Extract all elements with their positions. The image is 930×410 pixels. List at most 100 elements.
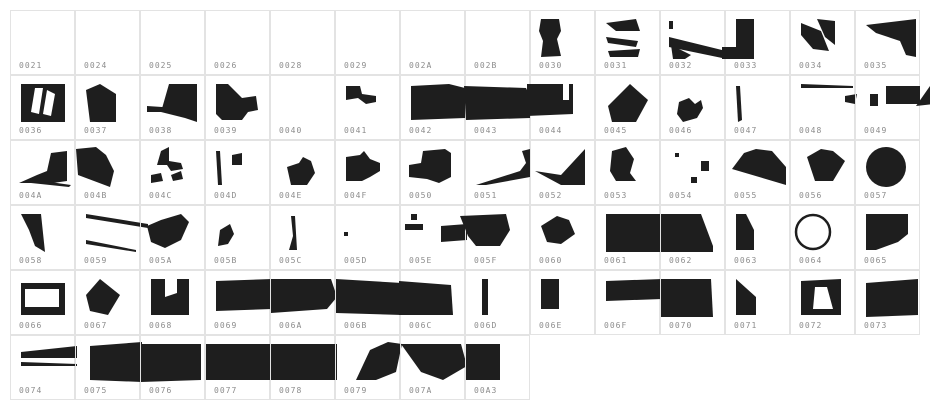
glyph-code-label: 0074 <box>19 386 43 395</box>
glyph-cell[interactable]: 0077 <box>205 335 272 400</box>
glyph-code-label: 0055 <box>734 191 758 200</box>
glyph-code-label: 0068 <box>149 321 173 330</box>
glyph-cell[interactable]: 005A <box>140 205 205 270</box>
glyph-code-label: 002A <box>409 61 433 70</box>
glyph-code-label: 006D <box>474 321 498 330</box>
glyph-cell[interactable]: 0064 <box>790 205 855 270</box>
glyph-cell[interactable]: 0045 <box>595 75 660 140</box>
glyph-code-label: 0037 <box>84 126 108 135</box>
glyph-cell[interactable]: 005C <box>270 205 335 270</box>
glyph-cell[interactable]: 006B <box>335 270 402 335</box>
glyph-cell[interactable]: 0037 <box>75 75 140 140</box>
glyph-cell[interactable]: 0076 <box>140 335 205 400</box>
glyph-cell[interactable]: 0039 <box>205 75 270 140</box>
glyph-cell[interactable]: 0075 <box>75 335 142 400</box>
glyph-cell[interactable]: 004E <box>270 140 335 205</box>
glyph-code-label: 0040 <box>279 126 303 135</box>
glyph-cell[interactable]: 0078 <box>270 335 337 400</box>
glyph-code-label: 0053 <box>604 191 628 200</box>
glyph-cell[interactable]: 0070 <box>660 270 725 335</box>
glyph-cell[interactable]: 0036 <box>10 75 75 140</box>
glyph-cell[interactable]: 0072 <box>790 270 855 335</box>
glyph-code-label: 0032 <box>669 61 693 70</box>
glyph-cell[interactable]: 0079 <box>335 335 402 400</box>
glyph-cell[interactable]: 0048 <box>790 75 857 140</box>
glyph-cell[interactable]: 0058 <box>10 205 75 270</box>
glyph-cell[interactable]: 0051 <box>465 140 530 205</box>
glyph-cell[interactable]: 0030 <box>530 10 595 75</box>
glyph-cell[interactable]: 00A3 <box>465 335 530 400</box>
glyph-cell[interactable]: 006A <box>270 270 337 335</box>
glyph-cell[interactable]: 0050 <box>400 140 465 205</box>
glyph-cell[interactable]: 0040 <box>270 75 335 140</box>
glyph-cell[interactable]: 0024 <box>75 10 140 75</box>
glyph-code-label: 0051 <box>474 191 498 200</box>
glyph-cell[interactable]: 0074 <box>10 335 77 400</box>
glyph-cell[interactable]: 005B <box>205 205 270 270</box>
glyph-cell[interactable]: 0029 <box>335 10 400 75</box>
glyph-code-label: 005F <box>474 256 498 265</box>
glyph-cell[interactable]: 007A <box>400 335 467 400</box>
glyph-cell[interactable]: 0054 <box>660 140 725 205</box>
glyph-cell[interactable]: 0038 <box>140 75 205 140</box>
glyph-cell[interactable]: 0057 <box>855 140 920 205</box>
glyph-cell[interactable]: 0061 <box>595 205 662 270</box>
glyph-cell[interactable]: 0033 <box>722 10 790 75</box>
glyph-cell[interactable]: 002A <box>400 10 465 75</box>
glyph-cell[interactable]: 006F <box>595 270 662 335</box>
glyph-code-label: 0073 <box>864 321 888 330</box>
glyph-code-label: 002B <box>474 61 498 70</box>
glyph-cell[interactable]: 006E <box>530 270 595 335</box>
glyph-cell[interactable]: 0049 <box>855 75 930 140</box>
glyph-cell[interactable]: 0066 <box>10 270 75 335</box>
glyph-cell[interactable]: 004D <box>205 140 270 205</box>
glyph-cell[interactable]: 0026 <box>205 10 270 75</box>
glyph-cell[interactable]: 0068 <box>140 270 205 335</box>
glyph-cell[interactable]: 0043 <box>464 75 530 140</box>
glyph-code-label: 0043 <box>474 126 498 135</box>
glyph-cell[interactable]: 0059 <box>75 205 148 270</box>
glyph-cell[interactable]: 0071 <box>725 270 790 335</box>
glyph-cell[interactable]: 004B <box>75 140 140 205</box>
glyph-cell[interactable]: 0021 <box>10 10 75 75</box>
glyph-cell[interactable]: 0025 <box>140 10 205 75</box>
glyph-cell[interactable]: 0052 <box>530 140 595 205</box>
glyph-code-label: 006F <box>604 321 628 330</box>
glyph-cell[interactable]: 0056 <box>790 140 855 205</box>
glyph-cell[interactable]: 0028 <box>270 10 335 75</box>
glyph-cell[interactable]: 0053 <box>595 140 660 205</box>
glyph-cell[interactable]: 005F <box>460 205 530 270</box>
glyph-cell[interactable]: 0031 <box>595 10 660 75</box>
glyph-cell[interactable]: 005E <box>400 205 467 270</box>
glyph-cell[interactable]: 0044 <box>527 75 595 140</box>
glyph-code-label: 006A <box>279 321 303 330</box>
glyph-code-label: 0033 <box>734 61 758 70</box>
glyph-code-label: 0075 <box>84 386 108 395</box>
glyph-cell[interactable]: 0055 <box>725 140 790 205</box>
glyph-cell[interactable]: 0041 <box>335 75 400 140</box>
glyph-cell[interactable]: 0073 <box>855 270 920 335</box>
glyph-cell[interactable]: 0034 <box>790 10 855 75</box>
glyph-cell[interactable]: 004A <box>10 140 75 205</box>
glyph-cell[interactable]: 006D <box>465 270 530 335</box>
glyph-cell[interactable]: 0060 <box>530 205 595 270</box>
glyph-cell[interactable]: 0042 <box>400 75 465 140</box>
glyph-cell[interactable]: 0062 <box>660 205 725 270</box>
glyph-cell[interactable]: 0069 <box>205 270 272 335</box>
glyph-code-label: 0041 <box>344 126 368 135</box>
glyph-cell[interactable]: 004F <box>335 140 400 205</box>
glyph-cell[interactable]: 002B <box>465 10 530 75</box>
glyph-cell[interactable]: 0047 <box>725 75 790 140</box>
glyph-cell[interactable]: 004C <box>140 140 205 205</box>
glyph-code-label: 0056 <box>799 191 823 200</box>
glyph-cell[interactable]: 0035 <box>855 10 920 75</box>
glyph-code-label: 0029 <box>344 61 368 70</box>
glyph-cell[interactable]: 006C <box>399 270 465 335</box>
glyph-cell[interactable]: 0067 <box>75 270 140 335</box>
glyph-cell[interactable]: 0046 <box>660 75 725 140</box>
glyph-cell[interactable]: 0065 <box>855 205 920 270</box>
glyph-cell[interactable]: 0032 <box>660 10 727 75</box>
glyph-cell[interactable]: 0063 <box>725 205 790 270</box>
glyph-code-label: 0077 <box>214 386 238 395</box>
glyph-cell[interactable]: 005D <box>335 205 400 270</box>
